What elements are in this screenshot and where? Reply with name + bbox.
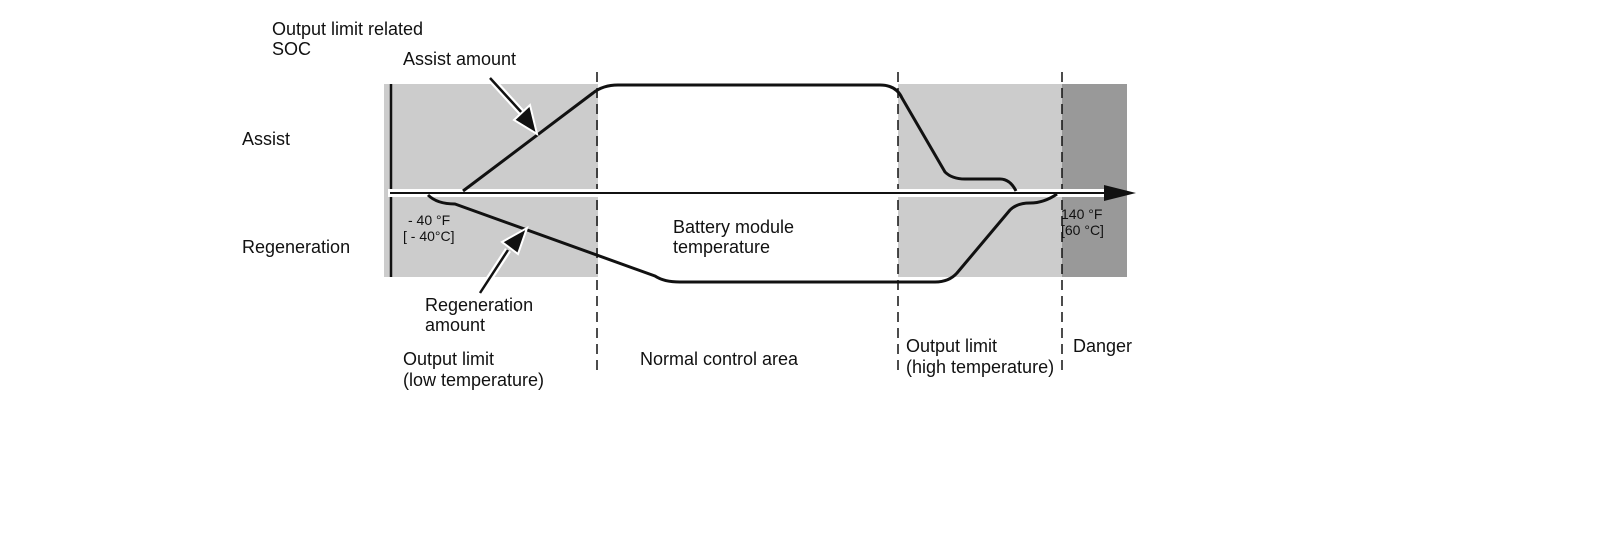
soc-title-line1: Output limit related [272, 19, 423, 39]
regeneration-amount-arrow [477, 225, 529, 295]
assist-amount-arrow [487, 75, 539, 137]
high-temp-c-label: [60 °C] [1061, 222, 1104, 238]
zone-normal-label: Normal control area [640, 349, 799, 369]
soc-title-line2: SOC [272, 39, 311, 59]
regeneration-amount-line2: amount [425, 315, 485, 335]
regeneration-amount-line1: Regeneration [425, 295, 533, 315]
normal-zone [598, 84, 898, 277]
zone-low-line1: Output limit [403, 349, 494, 369]
assist-limit-curve [462, 83, 1018, 193]
assist-label: Assist [242, 129, 290, 149]
danger-zone [1062, 84, 1127, 277]
temperature-axis-arrowhead [1104, 185, 1136, 201]
low-temp-c-label: [ - 40°C] [403, 228, 455, 244]
zone-danger-label: Danger [1073, 336, 1132, 356]
axis-title-line2: temperature [673, 237, 770, 257]
regeneration-limit-curve [426, 192, 1058, 284]
high-temp-f-label: 140 °F [1061, 206, 1102, 222]
regeneration-label: Regeneration [242, 237, 350, 257]
assist-amount-label: Assist amount [403, 49, 516, 69]
zone-low-line2: (low temperature) [403, 370, 544, 390]
zone-high-line1: Output limit [906, 336, 997, 356]
axis-title-line1: Battery module [673, 217, 794, 237]
zone-high-line2: (high temperature) [906, 357, 1054, 377]
low-temp-f-label: - 40 °F [408, 212, 450, 228]
